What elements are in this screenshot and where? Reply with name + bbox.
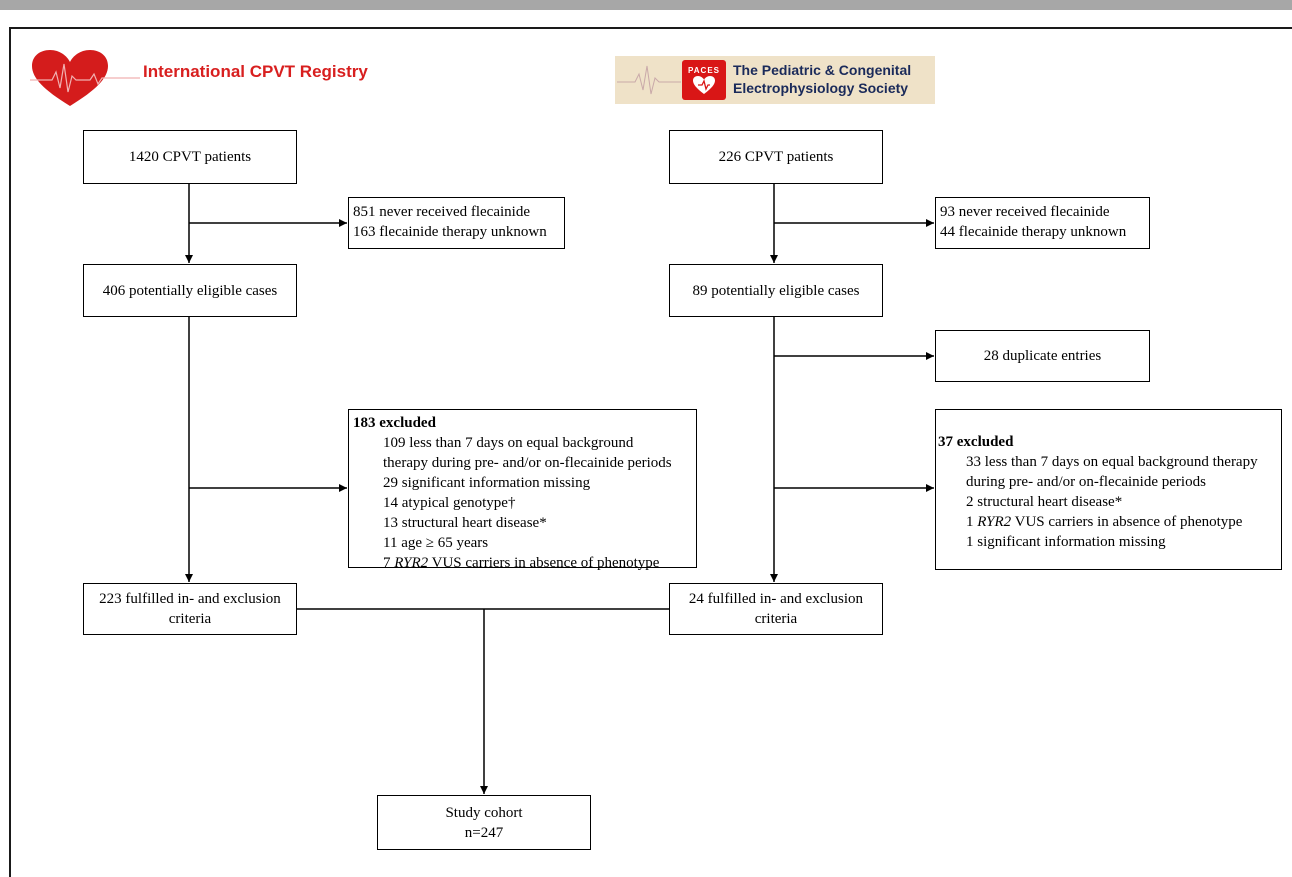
left-excluded-line-7-pre: 7 [383, 555, 395, 571]
left-excluded-line-7-gene: RYR2 [394, 555, 429, 571]
left-excluded-line-2: therapy during pre- and/or on-flecainide… [383, 455, 672, 471]
right-excluded-line-5: 1 significant information missing [966, 534, 1166, 550]
left-excluded-line-5: 13 structural heart disease* [383, 515, 547, 531]
society-name-line2: Electrophysiology Society [733, 80, 909, 96]
right-excluded-line-4-pre: 1 [966, 514, 978, 530]
study-cohort-label: Study cohort [445, 804, 523, 821]
left-excluded-line-1: 109 less than 7 days on equal background [383, 435, 634, 451]
left-removed-line-1: 851 never received flecainide [353, 204, 530, 220]
left-excluded-line-6: 11 age ≥ 65 years [383, 535, 489, 551]
ecg-line-icon [615, 56, 681, 104]
left-excluded-box: 183 excluded 109 less than 7 days on equ… [348, 409, 697, 571]
study-cohort-count: n=247 [464, 824, 504, 841]
left-excluded-line-4: 14 atypical genotype† [383, 495, 516, 511]
right-start-text: 226 CPVT patients [718, 149, 834, 165]
left-removed-box: 851 never received flecainide 163 flecai… [348, 197, 565, 249]
left-excluded-line-7: 7 RYR2 VUS carriers in absence of phenot… [353, 553, 692, 573]
right-excluded-line-3: 2 structural heart disease* [966, 494, 1123, 510]
right-duplicates-text: 28 duplicate entries [983, 348, 1102, 364]
society-name: The Pediatric & Congenital Electrophysio… [733, 61, 911, 97]
left-eligible-box: 406 potentially eligible cases [83, 264, 297, 317]
left-excluded-line-3: 29 significant information missing [383, 475, 591, 491]
right-excluded-line-1: 33 less than 7 days on equal background … [966, 454, 1258, 470]
right-excluded-title: 37 excluded [938, 434, 1014, 450]
left-start-box: 1420 CPVT patients [83, 130, 297, 184]
study-cohort-box: Study cohort n=247 [377, 795, 591, 850]
right-excluded-line-4-post: VUS carriers in absence of phenotype [1011, 514, 1243, 530]
left-excluded-line-7-post: VUS carriers in absence of phenotype [428, 555, 660, 571]
left-fulfilled-line-1: 223 fulfilled in- and exclusion [99, 591, 281, 607]
right-fulfilled-box: 24 fulfilled in- and exclusion criteria [669, 583, 883, 635]
heart-logo-icon [30, 50, 140, 108]
left-fulfilled-box: 223 fulfilled in- and exclusion criteria [83, 583, 297, 635]
right-removed-line-2: 44 flecainide therapy unknown [940, 224, 1127, 240]
left-excluded-title: 183 excluded [353, 415, 436, 431]
right-excluded-line-4-gene: RYR2 [977, 514, 1012, 530]
right-start-box: 226 CPVT patients [669, 130, 883, 184]
figure-frame [9, 27, 1292, 877]
society-name-line1: The Pediatric & Congenital [733, 62, 912, 78]
left-start-text: 1420 CPVT patients [128, 149, 252, 165]
right-duplicates-box: 28 duplicate entries [935, 330, 1150, 382]
paces-badge-text: PACES [688, 65, 720, 75]
paces-logo: PACES The Pediatric & Congenital Electro… [615, 56, 935, 104]
left-fulfilled-line-2: criteria [168, 611, 212, 627]
right-eligible-box: 89 potentially eligible cases [669, 264, 883, 317]
heart-icon [693, 75, 715, 94]
right-fulfilled-line-1: 24 fulfilled in- and exclusion [688, 591, 864, 607]
right-excluded-line-4: 1 RYR2 VUS carriers in absence of phenot… [938, 512, 1279, 532]
right-excluded-line-2: during pre- and/or on-flecainide periods [966, 474, 1206, 490]
left-removed-line-2: 163 flecainide therapy unknown [353, 224, 547, 240]
top-bar [0, 0, 1292, 10]
right-removed-box: 93 never received flecainide 44 flecaini… [935, 197, 1150, 249]
right-removed-line-1: 93 never received flecainide [940, 204, 1110, 220]
registry-name: International CPVT Registry [143, 62, 368, 81]
right-fulfilled-line-2: criteria [754, 611, 798, 627]
left-eligible-text: 406 potentially eligible cases [102, 282, 278, 299]
right-excluded-box: 37 excluded 33 less than 7 days on equal… [935, 409, 1282, 570]
paces-badge: PACES [682, 60, 726, 100]
cpvt-registry-logo: International CPVT Registry [30, 50, 368, 108]
right-eligible-text: 89 potentially eligible cases [692, 282, 860, 299]
